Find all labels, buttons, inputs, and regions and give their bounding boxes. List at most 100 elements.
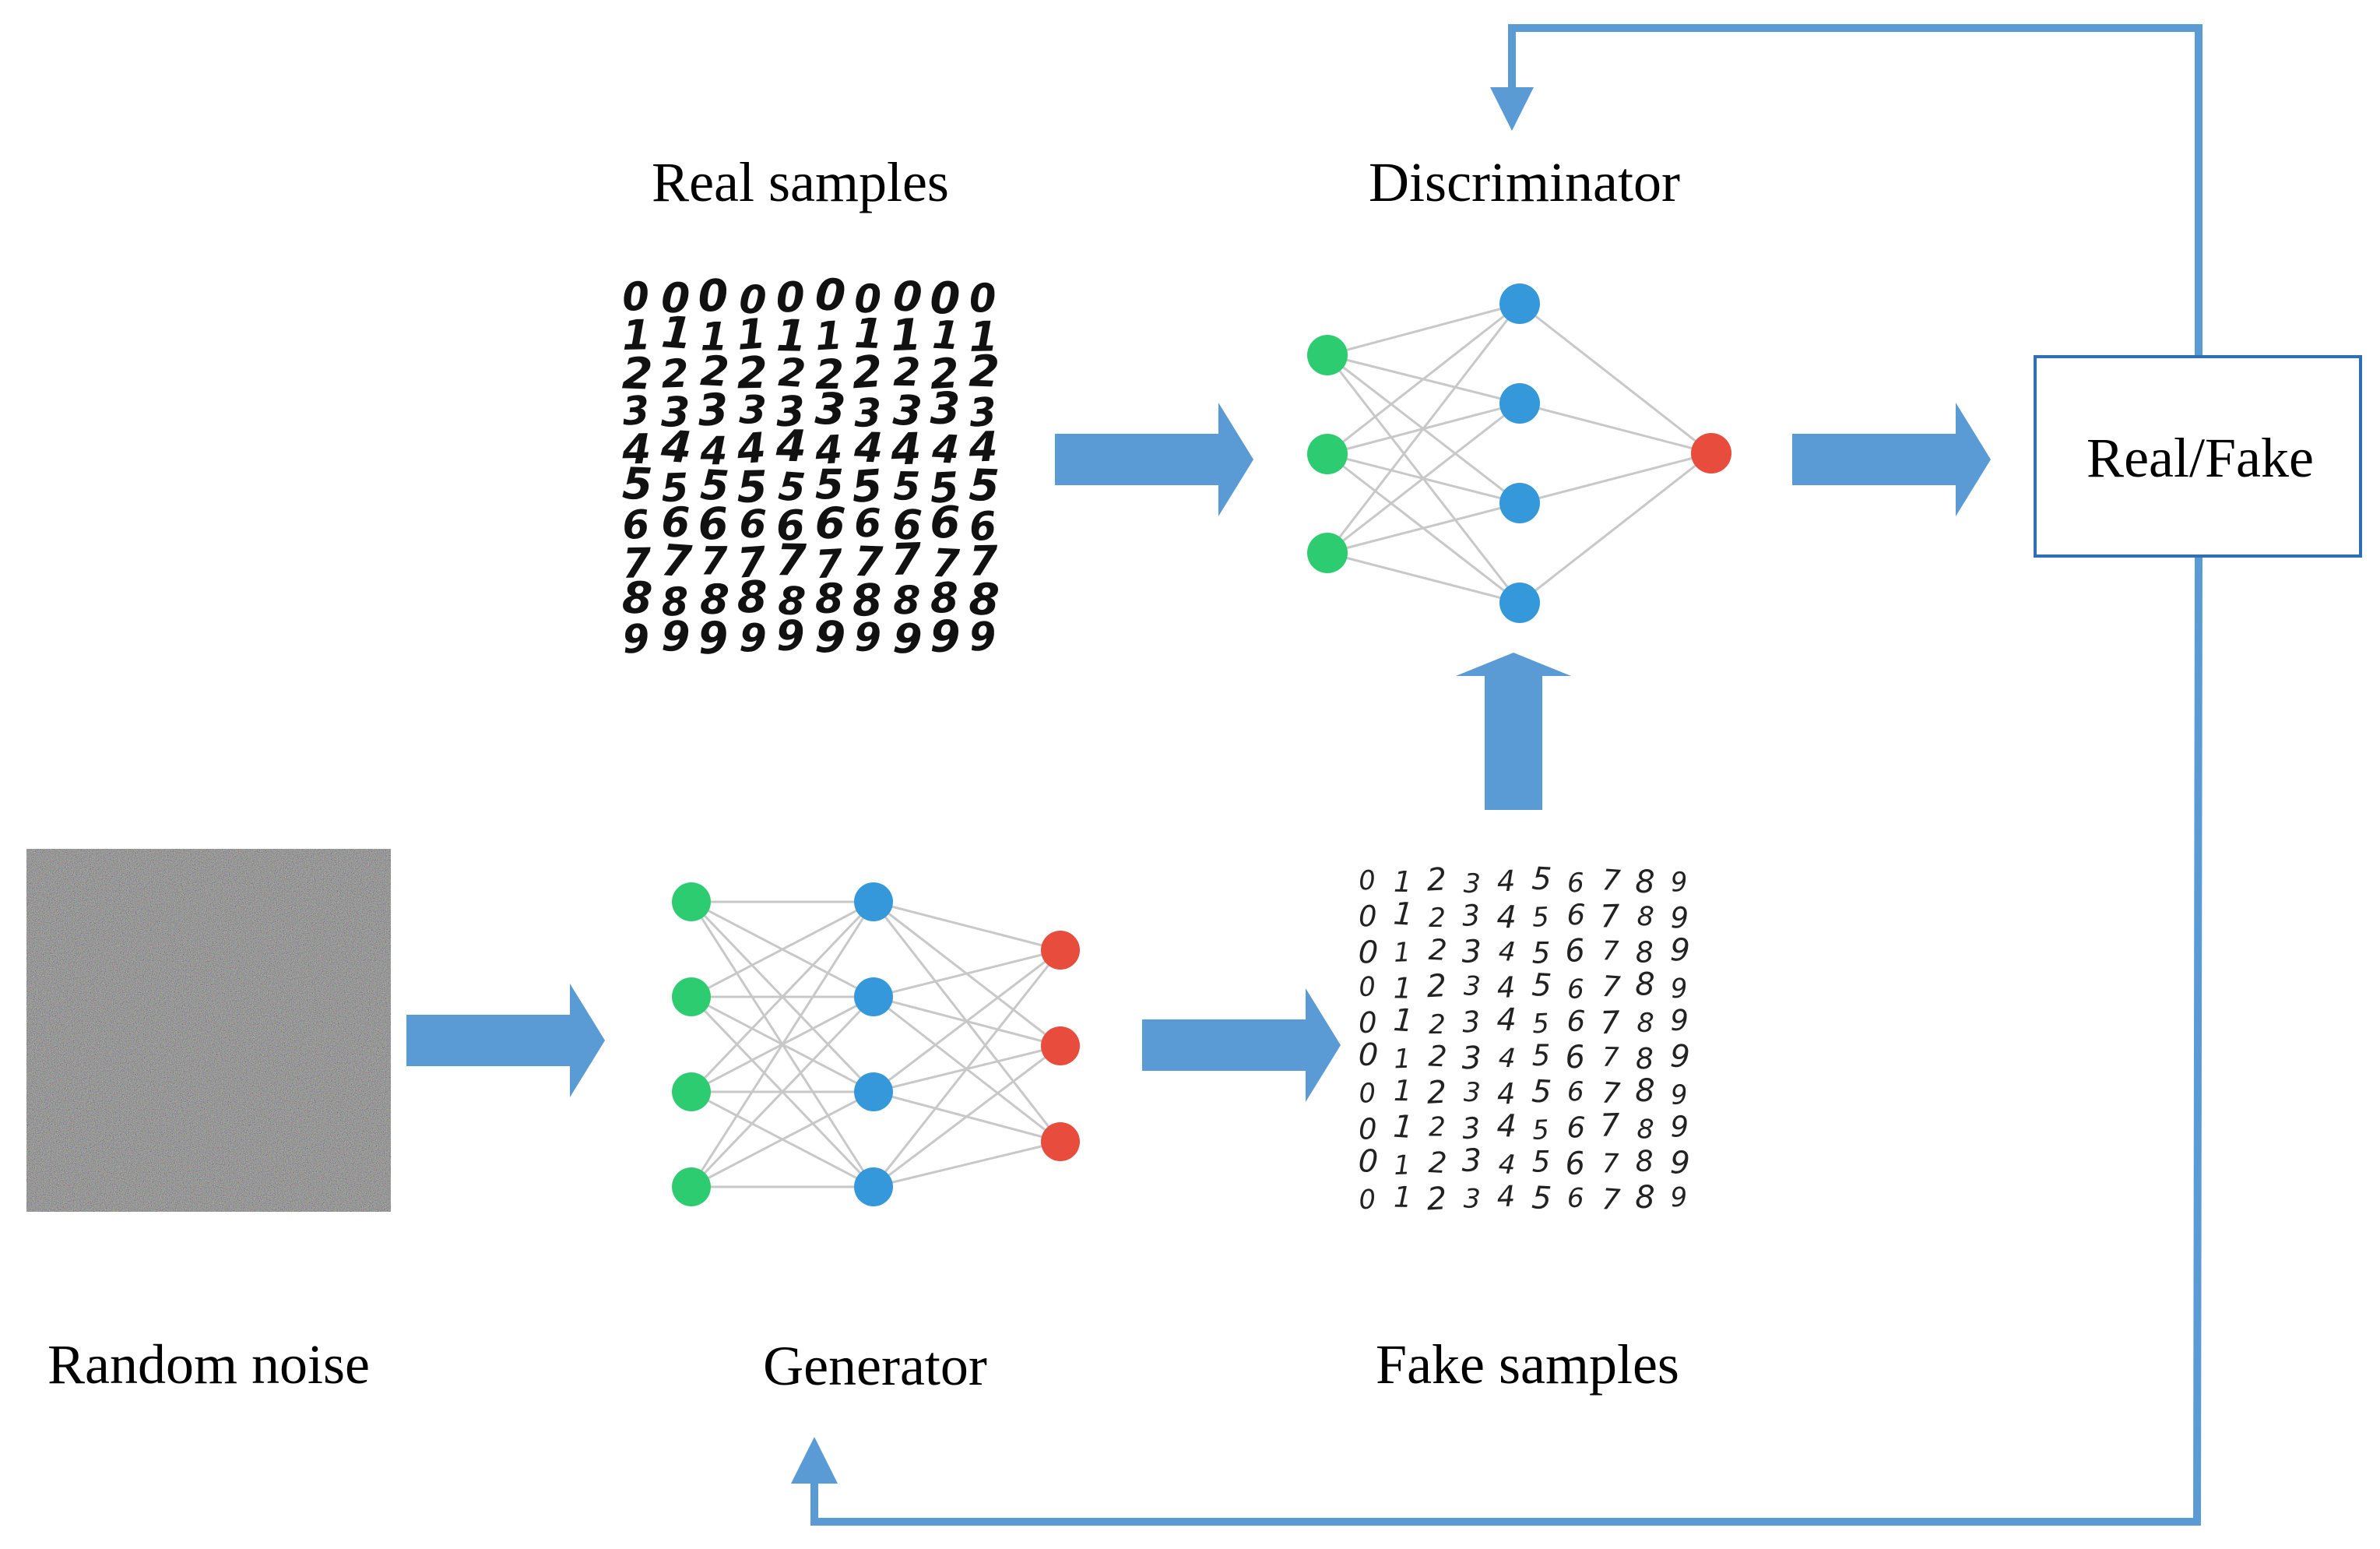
fake-sample-digit: 8 [1634, 1144, 1654, 1178]
real-sample-digit: 6 [814, 498, 846, 550]
real-sample-digit: 6 [775, 502, 806, 550]
real-sample-digit: 2 [893, 350, 921, 396]
fake-sample-digit: 7 [1602, 1042, 1620, 1073]
fake-sample-digit: 5 [1531, 967, 1552, 1004]
discriminator-edge [1326, 303, 1521, 554]
generator-to-fake-arrow [1142, 988, 1341, 1102]
real-sample-digit: 0 [814, 269, 846, 322]
fake-sample-digit: 9 [1670, 1079, 1689, 1111]
fake-sample-digit: 7 [1601, 1182, 1622, 1217]
generator-node [1041, 1122, 1080, 1161]
fake-sample-digit: 2 [1429, 903, 1446, 934]
fake-sample-digit: 9 [1670, 866, 1689, 898]
real-sample-digit: 7 [853, 538, 884, 586]
fake-sample-digit: 9 [1670, 973, 1689, 1005]
fake-sample-digit: 0 [1358, 935, 1379, 971]
fake-sample-digit: 4 [1496, 1077, 1516, 1111]
fake-sample-digit: 9 [1669, 1145, 1690, 1181]
fake-sample-digit: 8 [1635, 1180, 1654, 1216]
fake-sample-digit: 2 [1429, 1009, 1446, 1040]
fake-sample-digit: 8 [1636, 1007, 1655, 1039]
feedback-to-discriminator-line [1508, 24, 2202, 358]
real-sample-digit: 0 [854, 276, 882, 322]
generator-node [854, 977, 893, 1016]
fake-sample-digit: 7 [1600, 899, 1622, 935]
noise-to-generator-arrow [406, 984, 605, 1097]
fake-sample-digit: 3 [1461, 1142, 1482, 1178]
discriminator-feedback-arrowhead [1490, 87, 1534, 131]
fake-sample-digit: 1 [1392, 1109, 1415, 1146]
fake-sample-digit: 5 [1531, 861, 1552, 897]
real-sample-digit: 9 [968, 613, 998, 660]
real-sample-digit: 8 [736, 572, 768, 624]
real-sample-digit: 5 [815, 462, 844, 509]
real-sample-digit: 6 [739, 501, 768, 547]
flow-arrows [406, 403, 1991, 1102]
real-sample-digit: 7 [775, 535, 807, 586]
fake-sample-digit: 0 [1359, 1112, 1377, 1146]
real-sample-digit: 7 [622, 540, 652, 588]
random-noise-label: Random noise [47, 1333, 370, 1396]
generator-node [672, 977, 711, 1016]
real-sample-digit: 0 [620, 273, 651, 320]
fake-sample-digit: 8 [1635, 1041, 1655, 1075]
real-sample-digit: 1 [659, 307, 693, 360]
generator-edge [690, 900, 875, 1093]
real-sample-digit: 5 [850, 460, 884, 513]
fake-sample-digit: 3 [1463, 970, 1481, 1002]
discriminator-edge [1519, 452, 1712, 604]
fake-sample-digit: 9 [1669, 1181, 1688, 1213]
discriminator-edge [1519, 402, 1712, 455]
real-sample-digit: 0 [661, 275, 691, 323]
fake-sample-digit: 0 [1358, 1184, 1376, 1216]
real-sample-digit: 6 [854, 501, 882, 547]
fake-sample-digit: 2 [1426, 1181, 1448, 1217]
real-sample-digit: 4 [621, 426, 652, 474]
real-sample-digit: 3 [968, 389, 998, 435]
fake-sample-digit: 5 [1531, 1008, 1550, 1040]
fake-sample-digit: 7 [1601, 970, 1622, 1005]
fake-sample-digit: 4 [1496, 864, 1516, 899]
generator-feedback-arrowhead [791, 1437, 838, 1484]
real-sample-digit: 5 [699, 462, 730, 511]
real-sample-digit: 8 [699, 576, 730, 625]
real-sample-digit: 3 [661, 389, 691, 437]
real-sample-digit: 7 [659, 535, 693, 588]
generator-node [672, 1072, 711, 1111]
real-sample-digit: 8 [621, 572, 653, 624]
fake-sample-digit: 7 [1600, 1005, 1622, 1041]
generator-edge [873, 1140, 1061, 1188]
fake-sample-digit: 6 [1567, 1076, 1584, 1107]
real-sample-digit: 2 [969, 346, 1000, 397]
generator-edge [873, 900, 1061, 952]
real-sample-digit: 5 [777, 463, 807, 510]
real-sample-digit: 2 [736, 348, 768, 400]
fake-sample-digit: 4 [1496, 899, 1517, 935]
discriminator-edge [1519, 452, 1712, 505]
fake-sample-digit: 4 [1498, 1042, 1517, 1074]
real-sample-digit: 9 [661, 613, 691, 661]
real-sample-digit: 7 [931, 540, 961, 587]
real-sample-digit: 8 [850, 575, 884, 628]
discriminator-node [1307, 434, 1348, 474]
real-sample-digit: 4 [853, 424, 884, 472]
fake-sample-digit: 0 [1358, 971, 1376, 1003]
generator-edge [873, 1044, 1061, 1188]
real-sample-digit: 7 [736, 538, 768, 587]
fake-sample-digit: 2 [1429, 1111, 1446, 1142]
fake-sample-digit: 2 [1426, 861, 1447, 898]
real-sample-digit: 1 [775, 311, 807, 362]
real-sample-digit: 3 [697, 385, 729, 437]
discriminator-edge [1327, 402, 1520, 554]
real-sample-digit: 2 [815, 351, 844, 399]
real-sample-digit: 4 [659, 421, 693, 474]
real-sample-digit: 6 [661, 499, 691, 547]
generator-edge [690, 901, 875, 1188]
fake-sample-digit: 4 [1496, 1179, 1516, 1213]
generator-node [672, 882, 711, 921]
fake-sample-digit: 0 [1358, 1078, 1376, 1110]
discriminator-node [1691, 433, 1731, 474]
fake-sample-digit: 3 [1463, 868, 1481, 900]
generator-edge [691, 1090, 874, 1188]
